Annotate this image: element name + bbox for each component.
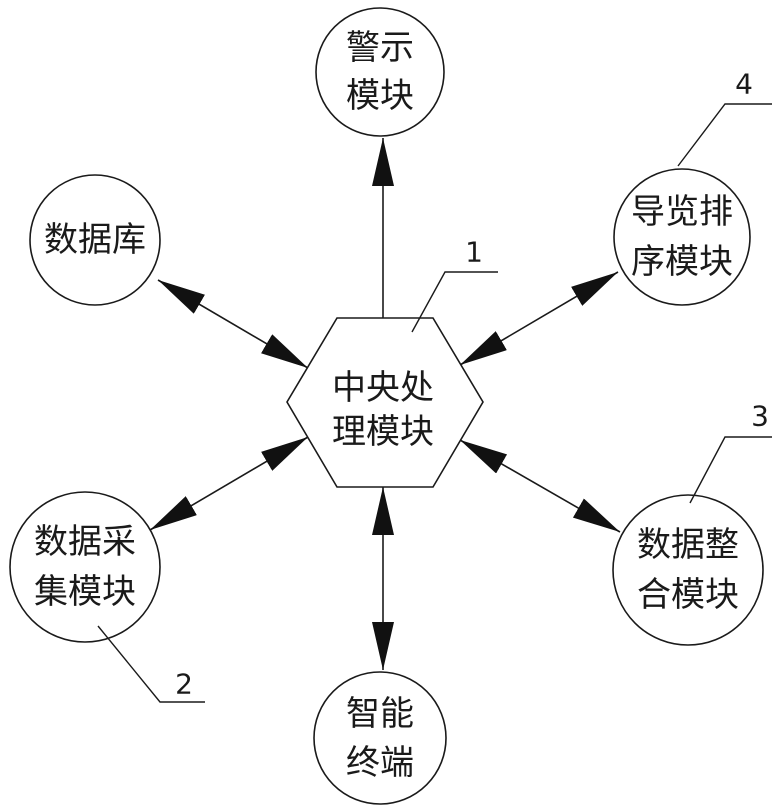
node-integrate-circle bbox=[612, 494, 764, 646]
node-collect-line-2: 集模块 bbox=[34, 572, 136, 612]
node-database: 数据库 bbox=[29, 174, 161, 306]
node-database-line-1: 数据库 bbox=[44, 220, 146, 260]
connector-collect bbox=[149, 436, 309, 531]
connectors bbox=[149, 138, 621, 670]
ref-2-leader bbox=[97, 625, 205, 703]
center-node: 中央处 理模块 bbox=[286, 317, 484, 488]
node-warning-line-1: 警示 bbox=[346, 28, 414, 68]
node-guide-line-1: 导览排 bbox=[631, 192, 733, 232]
node-integrate-line-2: 合模块 bbox=[637, 575, 739, 615]
ref-1-leader bbox=[411, 271, 498, 333]
node-collect-circle bbox=[9, 491, 161, 643]
node-collect: 数据采 集模块 bbox=[9, 491, 161, 643]
node-terminal-line-2: 终端 bbox=[346, 743, 414, 783]
ref-2-label: 2 bbox=[175, 668, 193, 701]
center-label-line-2: 理模块 bbox=[332, 412, 434, 452]
node-collect-line-1: 数据采 bbox=[34, 522, 136, 562]
center-label-line-1: 中央处 bbox=[332, 368, 434, 408]
node-warning: 警示 模块 bbox=[315, 7, 445, 137]
node-terminal-line-1: 智能 bbox=[346, 694, 414, 734]
node-terminal: 智能 终端 bbox=[313, 671, 447, 805]
node-guide-line-2: 序模块 bbox=[631, 242, 733, 282]
ref-3-label: 3 bbox=[751, 400, 769, 433]
node-integrate: 数据整 合模块 bbox=[612, 494, 764, 646]
node-terminal-circle bbox=[313, 671, 447, 805]
node-guide: 导览排 序模块 bbox=[613, 168, 751, 306]
node-guide-circle bbox=[613, 168, 751, 306]
center-hexagon bbox=[286, 317, 484, 488]
node-warning-line-2: 模块 bbox=[346, 76, 414, 116]
ref-3-leader bbox=[689, 436, 772, 504]
connector-guide bbox=[459, 271, 619, 366]
connector-database bbox=[157, 279, 309, 369]
connector-integrate bbox=[459, 439, 621, 533]
node-warning-circle bbox=[315, 7, 445, 137]
ref-4-label: 4 bbox=[735, 68, 753, 101]
reference-labels: 1 4 3 2 bbox=[97, 68, 772, 703]
node-integrate-line-1: 数据整 bbox=[637, 525, 739, 565]
ref-4-leader bbox=[677, 103, 772, 167]
ref-1-label: 1 bbox=[465, 236, 483, 269]
node-database-circle bbox=[29, 174, 161, 306]
